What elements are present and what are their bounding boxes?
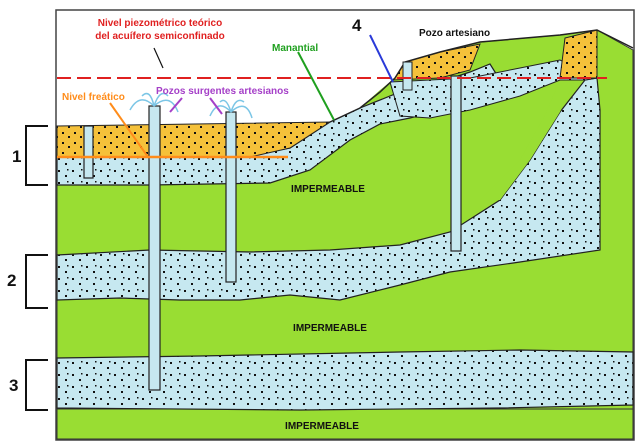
sky — [330, 11, 633, 122]
surgentes-pointer-1 — [169, 97, 183, 113]
label-impermeable-1: IMPERMEABLE — [291, 184, 365, 195]
nivel-freatico-pointer — [109, 102, 149, 158]
hill-surface — [329, 29, 634, 123]
aquifer-2 — [56, 77, 601, 301]
label-manantial: Manantial — [272, 43, 318, 54]
marker-4: 4 — [352, 16, 362, 35]
manantial-pointer — [297, 51, 335, 121]
unsaturated-zone-left — [56, 121, 332, 158]
label-nivel-freatico: Nivel freático — [62, 92, 125, 103]
marker-4-pointer — [369, 34, 394, 83]
water-jet-2 — [209, 99, 253, 119]
marker-2: 2 — [7, 271, 16, 290]
label-impermeable-3: IMPERMEABLE — [285, 421, 359, 432]
label-pozos-surgentes: Pozos surgentes artesianos — [156, 86, 289, 97]
well-shallow — [83, 125, 94, 179]
surgentes-pointer-2 — [209, 97, 223, 115]
well-small-hill — [402, 61, 413, 91]
piezometric-pointer — [153, 47, 164, 69]
bracket-2 — [25, 254, 48, 309]
well-medium — [225, 111, 237, 283]
label-piezometric-1: Nivel piezométrico teórico — [98, 18, 222, 29]
marker-1: 1 — [12, 147, 21, 166]
marker-3: 3 — [9, 376, 18, 395]
label-impermeable-2: IMPERMEABLE — [293, 323, 367, 334]
aquifer-1-upper — [389, 59, 599, 119]
impermeable-bottom — [56, 408, 634, 440]
aquifer-3 — [56, 349, 634, 411]
bracket-3 — [25, 359, 48, 411]
water-jet-1 — [129, 92, 179, 113]
impermeable-hill-inner — [480, 80, 575, 200]
label-pozo-artesiano: Pozo artesiano — [419, 28, 490, 39]
bracket-1 — [25, 125, 48, 186]
well-artesian — [450, 75, 462, 252]
label-piezometric-2: del acuífero semiconfinado — [95, 31, 224, 42]
well-deep — [148, 105, 161, 391]
